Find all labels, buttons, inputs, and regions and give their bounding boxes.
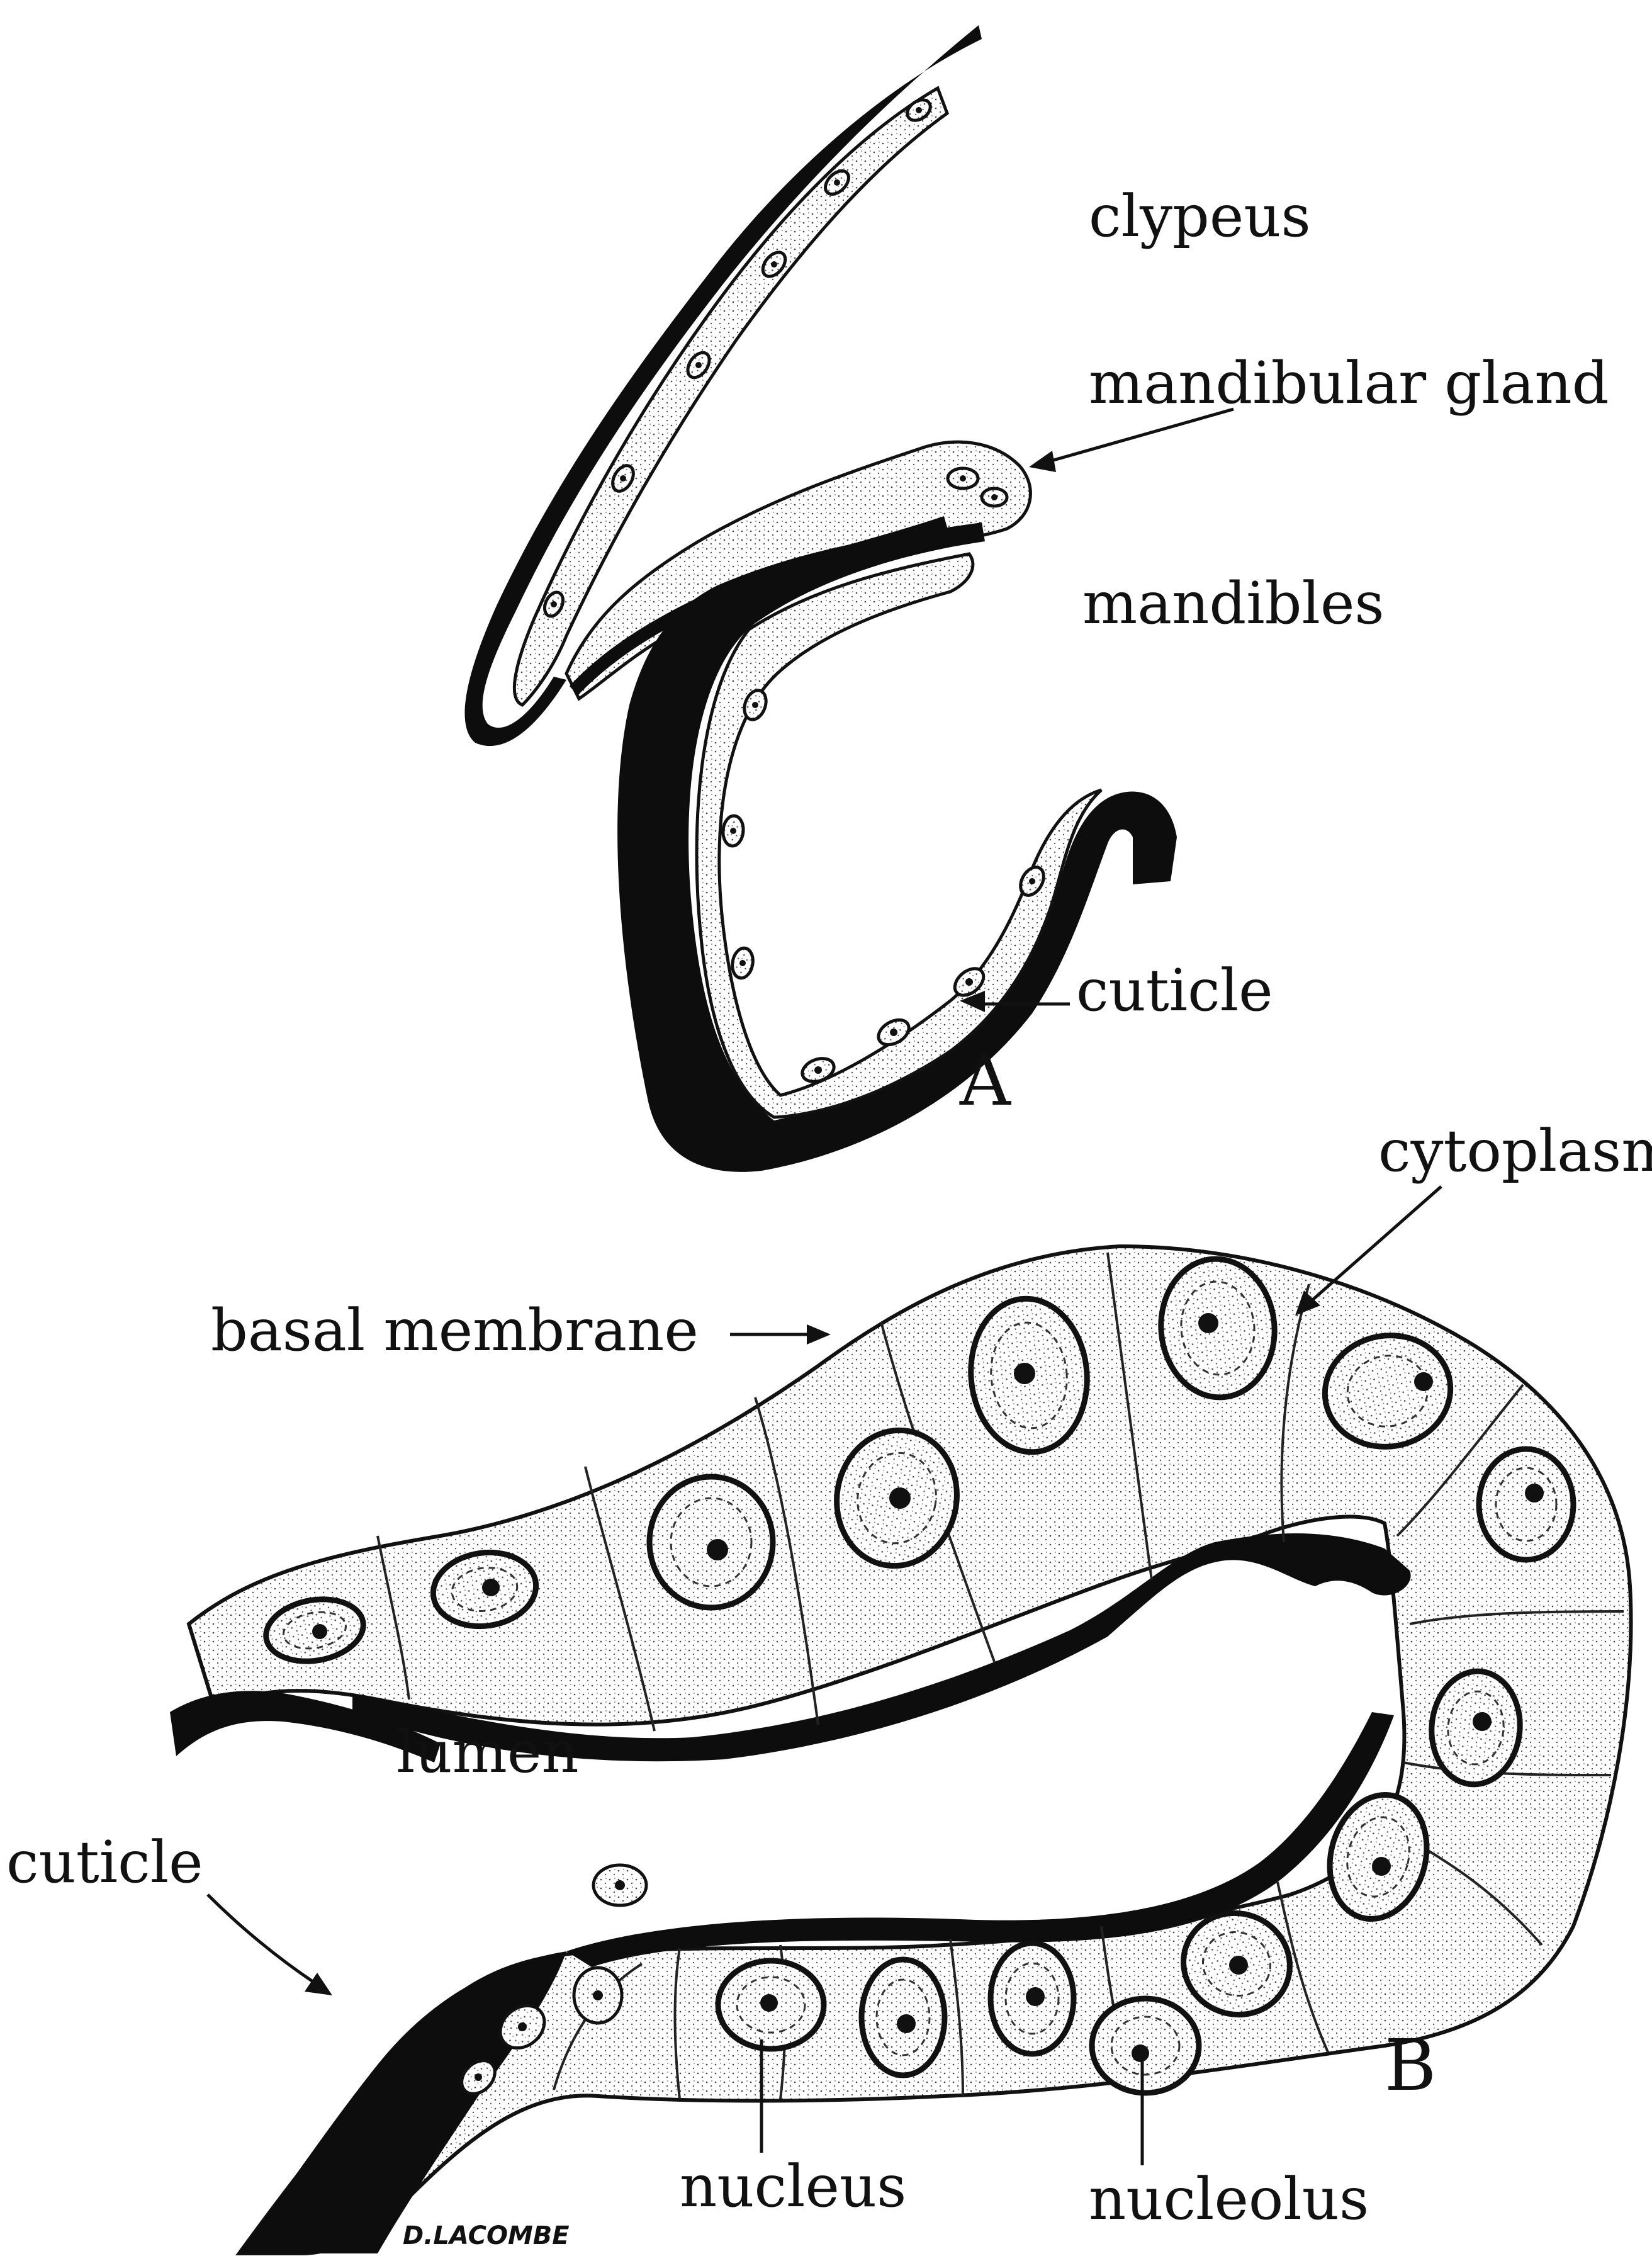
leader-cuticle-b — [208, 1895, 315, 1983]
label-basal-membrane: basal membrane — [211, 1297, 699, 1364]
panel-letter-b: B — [1385, 2025, 1436, 2107]
panel-letter-a: A — [959, 1040, 1011, 1122]
label-mandibular-gland: mandibular gland — [1089, 349, 1609, 417]
label-clypeus: clypeus — [1089, 183, 1311, 250]
leader-cytoplasm — [1309, 1187, 1441, 1303]
arrowhead-mandibular-gland — [1029, 451, 1056, 472]
label-lumen: lumen — [396, 1718, 579, 1786]
label-mandibles: mandibles — [1082, 570, 1385, 637]
arrowhead-basal-membrane — [807, 1324, 831, 1345]
panel-b: cytoplasm basal membrane lumen cuticle n… — [6, 1117, 1652, 2253]
label-cuticle-a: cuticle — [1076, 957, 1273, 1024]
label-nucleolus: nucleolus — [1089, 2165, 1369, 2233]
artist-signature: D.LACOMBE — [403, 2221, 570, 2250]
arrowhead-cuticle-b — [305, 1973, 332, 1995]
label-nucleus: nucleus — [680, 2153, 906, 2220]
leader-mandibular-gland — [1045, 409, 1233, 463]
panel-a: clypeus mandibular gland mandibles cutic… — [465, 25, 1609, 1172]
label-cuticle-b: cuticle — [6, 1829, 203, 1896]
label-cytoplasm: cytoplasm — [1378, 1117, 1652, 1185]
